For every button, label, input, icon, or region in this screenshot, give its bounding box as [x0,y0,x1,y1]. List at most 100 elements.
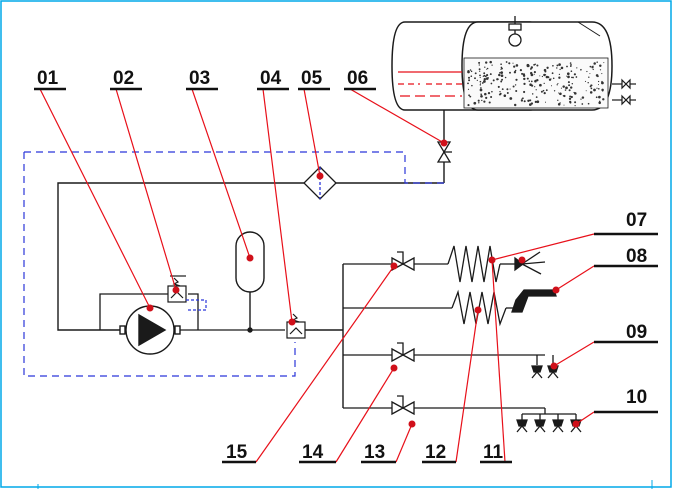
granule-dot [533,73,535,75]
label-15: 15 [226,442,248,463]
granule-dot [486,67,489,70]
granule-dot [487,77,489,79]
branch-3 [343,342,559,379]
granular-dots [467,60,605,107]
label-10: 10 [626,387,647,408]
granule-dot [559,68,561,71]
granule-dot [485,96,488,99]
tank-inner-line [577,21,601,37]
leader-dots [146,139,580,428]
granule-dot [560,66,564,70]
granule-dot [563,94,566,98]
granule-dot [571,82,574,85]
granule-dot [559,102,561,104]
granule-dot [596,87,598,89]
granule-dot [468,94,471,97]
granule-dot [564,89,567,91]
granule-dot [526,63,530,67]
granule-dot [595,96,598,99]
granule-dot [481,82,484,84]
label-03: 03 [189,68,210,89]
label-12: 12 [425,442,446,463]
granule-dot [591,66,594,69]
granule-dot [562,85,565,88]
granule-dot [480,83,482,85]
granule-dot [514,84,517,86]
granule-dot [478,102,480,104]
granule-dot [509,88,511,90]
granule-dot [519,69,522,72]
granule-dot [571,76,573,79]
fluid-level [398,71,462,97]
drain-line-top [24,151,444,184]
granule-dot [469,96,471,98]
granule-dot [572,76,574,79]
granule-dot [501,67,503,70]
granule-dot [478,68,481,71]
granule-dot [501,78,504,81]
granule-dot [543,82,545,85]
granule-dot [470,70,473,73]
granule-dot [543,91,546,95]
granule-dot [476,79,478,81]
granule-dot [558,63,561,66]
granule-dot [597,84,600,86]
granule-dot [536,78,539,82]
label-08: 08 [626,246,647,267]
label-11: 11 [483,442,504,463]
granule-dot [498,74,500,77]
granule-dot [509,97,513,100]
granule-dot [513,65,516,68]
accumulator [235,231,265,333]
granule-dot [596,61,598,63]
granule-dot [491,90,493,93]
granule-dot [569,100,572,104]
granule-dot [570,70,573,73]
granule-dot [590,87,593,90]
granule-dot [536,100,540,104]
granule-dot [530,84,534,87]
granule-dot [556,84,558,86]
granule-dot [597,80,600,83]
granule-dot [513,71,517,74]
granule-dot [595,74,599,77]
granule-dot [486,68,488,70]
granule-dot [533,64,535,66]
granule-dot [552,77,555,80]
granule-dot [545,89,548,92]
granule-dot [483,80,486,83]
label-01: 01 [37,68,59,89]
granule-dot [570,65,572,67]
granule-dot [500,74,504,78]
granule-dot [473,101,477,105]
granule-dot [598,100,601,103]
granule-dot [492,79,495,82]
granule-dot [601,81,604,85]
callout-labels: 01 02 03 04 05 06 07 08 09 10 11 12 13 1… [34,68,658,464]
granule-dot [557,103,561,106]
granule-dot [530,80,533,83]
granule-dot [580,68,582,71]
granule-dot [531,93,534,95]
label-02: 02 [113,68,134,89]
granule-dot [598,101,601,105]
granule-dot [490,82,493,85]
granule-dot [483,100,486,103]
granule-dot [469,69,472,71]
granule-dot [496,78,499,81]
granule-dot [515,78,518,81]
granule-dot [565,86,568,90]
granule-dot [593,88,596,92]
granule-dot [593,62,596,65]
granule-dot [506,92,509,94]
leader-lines [34,88,595,463]
granule-dot [601,88,604,92]
granule-dot [481,99,483,102]
granule-dot [584,80,587,82]
granule-dot [509,71,511,74]
granule-dot [500,80,503,83]
granule-dot [467,82,469,85]
